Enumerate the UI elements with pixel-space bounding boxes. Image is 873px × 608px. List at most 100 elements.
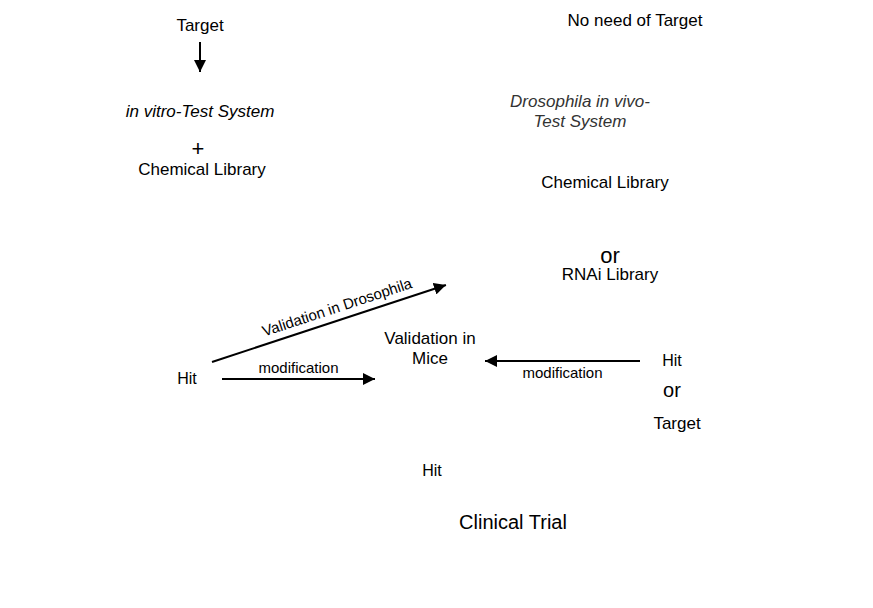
node-text: Hit	[422, 462, 442, 480]
validation-arrow: Validation in Mice	[340, 315, 520, 445]
chemical-bead	[100, 219, 120, 232]
chemical-bead	[174, 219, 194, 232]
node-text: Clinical Trial	[433, 511, 593, 534]
chemical-bead	[569, 212, 589, 225]
chemical-bead	[154, 210, 174, 223]
chemical-bead	[661, 227, 681, 240]
chemical-bead	[545, 221, 565, 234]
patient-arm	[268, 506, 331, 532]
node-text: +	[183, 136, 213, 161]
chemical-bead	[145, 218, 165, 231]
chemical-bead	[607, 205, 627, 218]
chemical-bead	[203, 202, 223, 215]
edge-label: modification	[255, 359, 341, 376]
chemical-bead	[114, 218, 134, 231]
chemical-bead	[622, 220, 642, 233]
node-text: Chemical Library	[520, 173, 690, 193]
chemical-bead	[600, 227, 620, 240]
chemical-bead	[690, 227, 710, 240]
chemical-bead	[161, 217, 181, 230]
edge-label: modification	[519, 364, 605, 381]
node-text: Hit	[662, 352, 682, 370]
node-text: in vitro-Test System	[126, 102, 275, 122]
node-text: Target	[176, 16, 223, 36]
chemical-bead	[571, 226, 591, 239]
chemical-bead	[564, 219, 584, 232]
chemical-bead	[159, 203, 179, 216]
bed-headboard	[144, 468, 158, 608]
patient-head	[185, 495, 239, 549]
chemical-bead	[555, 227, 575, 240]
chemical-bead	[524, 227, 544, 240]
drosophila-silhouette	[488, 0, 760, 255]
chemical-bead	[613, 229, 633, 242]
chemical-bead	[128, 220, 148, 233]
chemical-bead	[584, 228, 604, 241]
chemical-bead	[628, 227, 648, 240]
chemical-bead	[646, 211, 666, 224]
bed-rail	[158, 548, 603, 560]
chemical-bead	[218, 218, 238, 231]
target-box: Target	[159, 10, 241, 42]
chemical-bead	[640, 219, 660, 232]
chemical-bead	[182, 193, 202, 206]
chemical-bead	[554, 212, 574, 225]
patient-body	[230, 500, 280, 550]
chemical-bead	[593, 218, 613, 231]
chemical-bead	[219, 202, 239, 215]
chemical-bead	[538, 229, 558, 242]
chemical-bead	[643, 227, 663, 240]
node-text: Drosophila in vivo-Test System	[495, 92, 665, 131]
bed-footboard	[603, 520, 617, 608]
chemical-bead	[587, 213, 607, 226]
chemical-bead	[236, 202, 256, 215]
chemical-bead	[191, 203, 211, 216]
connector-arrow	[222, 378, 375, 380]
chemical-bead	[190, 218, 210, 231]
chemical-bead	[230, 210, 250, 223]
chemical-bead	[575, 203, 595, 216]
chemical-bead	[592, 202, 612, 215]
chemical-bead	[534, 219, 554, 232]
chemical-bead	[510, 228, 530, 241]
chemical-bead	[212, 211, 232, 224]
node-text: Hit	[177, 370, 197, 388]
node-text: RNAi Library	[535, 265, 685, 285]
chemical-bead	[197, 209, 217, 222]
chemical-bead	[267, 218, 287, 231]
chemical-bead	[251, 218, 271, 231]
fly-test-system: Drosophila in vivo-Test System	[495, 92, 665, 150]
chemical-bead	[203, 220, 223, 233]
chemical-bead	[652, 219, 672, 232]
chemical-bead	[667, 219, 687, 232]
chemical-bead	[135, 212, 155, 225]
chemical-bead	[607, 218, 627, 231]
chemical-bead	[257, 210, 277, 223]
chemical-bead	[242, 210, 262, 223]
connector-arrow	[199, 42, 201, 72]
chemical-bead	[578, 219, 598, 232]
hit-ellipse: Hit	[398, 455, 466, 488]
chemical-bead	[165, 194, 185, 207]
chemical-bead	[601, 212, 621, 225]
blanket-box: Clinical Trial	[268, 498, 605, 548]
chemical-bead	[280, 218, 300, 231]
chemical-bead	[233, 218, 253, 231]
screening-arrow: No need of TargetChemical LibraryorRNAi …	[410, 3, 805, 355]
chemical-bead	[177, 204, 197, 217]
chemical-bead	[622, 202, 642, 215]
node-text: Target	[653, 414, 700, 434]
connector-arrow	[485, 360, 640, 362]
node-text: Validation in Mice	[380, 329, 480, 368]
free-label: or	[652, 379, 692, 402]
chemical-bead	[197, 196, 217, 209]
chemical-bead	[168, 210, 188, 223]
chemical-bead	[677, 227, 697, 240]
chemical-bead	[144, 203, 164, 216]
chemical-bead	[613, 211, 633, 224]
node-text: No need of Target	[530, 11, 740, 31]
test-system-cylinder: in vitro-Test System	[90, 72, 310, 140]
chemical-bead	[124, 210, 144, 223]
target-box: Target	[636, 408, 718, 440]
